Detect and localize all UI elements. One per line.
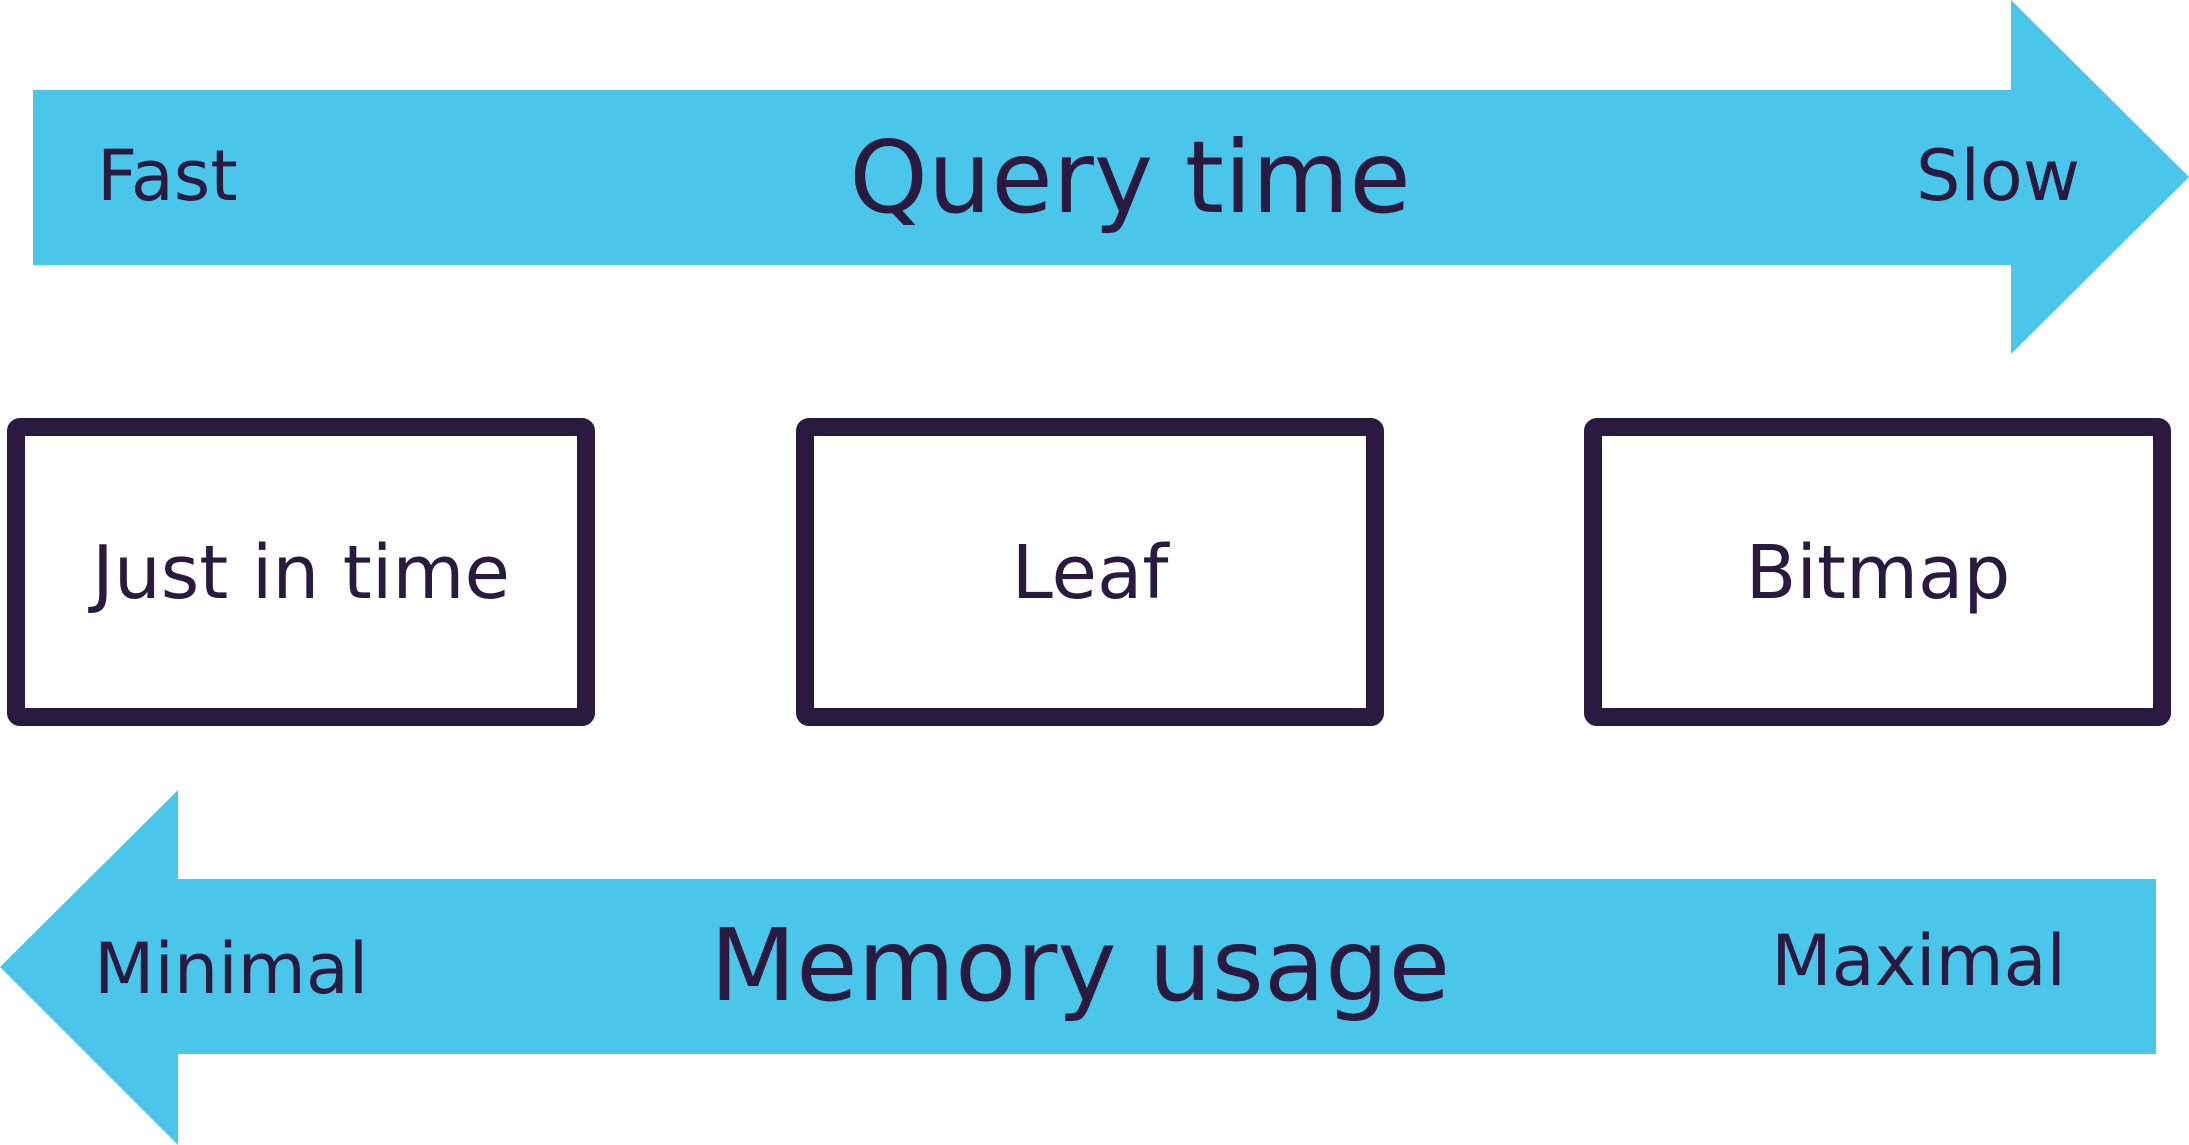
box-frame <box>7 418 595 726</box>
box-label: Just in time <box>88 530 510 616</box>
memory-usage-end-label: Maximal <box>1771 920 2066 1002</box>
right-arrow-shape <box>33 0 2189 354</box>
box-label: Bitmap <box>1746 530 2011 616</box>
query-time-title: Query time <box>849 119 1411 236</box>
strategy-box-just-in-time: Just in time <box>7 418 595 726</box>
query-time-end-label: Slow <box>1916 135 2080 217</box>
query-time-arrow: Fast Query time Slow <box>33 0 2189 354</box>
left-arrow-shape <box>0 790 2156 1145</box>
box-label: Leaf <box>1012 530 1171 616</box>
box-frame <box>1584 418 2171 726</box>
strategy-boxes: Just in time Leaf Bitmap <box>7 418 2171 726</box>
memory-usage-start-label: Minimal <box>94 928 368 1010</box>
box-frame <box>796 418 1384 726</box>
memory-usage-title: Memory usage <box>710 907 1450 1024</box>
strategy-box-bitmap: Bitmap <box>1584 418 2171 726</box>
strategy-box-leaf: Leaf <box>796 418 1384 726</box>
memory-usage-arrow: Minimal Memory usage Maximal <box>0 790 2156 1145</box>
query-time-start-label: Fast <box>97 135 238 217</box>
